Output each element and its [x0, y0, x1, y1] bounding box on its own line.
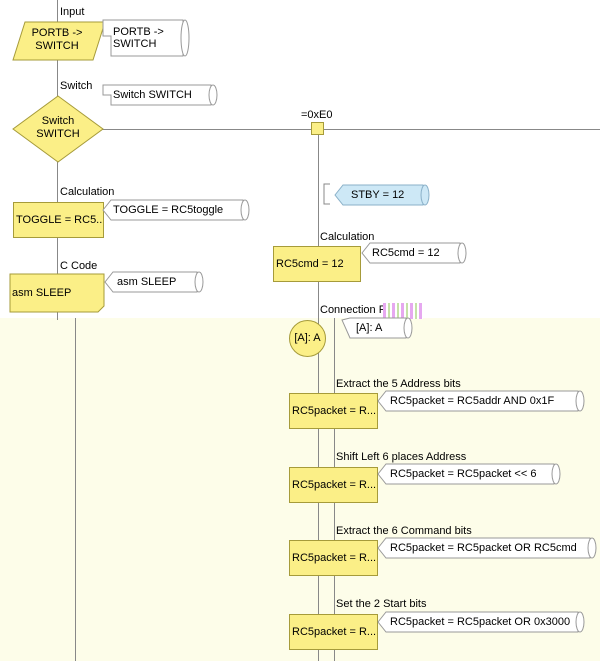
- step-1-box[interactable]: RC5packet = R...: [289, 393, 378, 429]
- calc-rc5cmd-caption: Calculation: [320, 231, 375, 243]
- switch-caption: Switch: [60, 80, 93, 92]
- connection-shape-text: [A]: A: [294, 332, 321, 344]
- ccode-note: asm SLEEP: [104, 271, 204, 293]
- switch-note: Switch SWITCH: [102, 84, 218, 106]
- stby-note: STBY = 12: [334, 184, 430, 206]
- note-callout-shape: [377, 463, 561, 485]
- case-node[interactable]: [311, 122, 324, 135]
- step-4-caption: Set the 2 Start bits: [336, 598, 427, 610]
- step-3-box[interactable]: RC5packet = R...: [289, 540, 378, 576]
- note-callout-shape: [104, 271, 204, 293]
- switch-branch-line: [100, 129, 600, 130]
- note-callout-shape: [102, 199, 250, 221]
- step-2-box[interactable]: RC5packet = R...: [289, 467, 378, 503]
- connection-noise: [383, 303, 423, 319]
- input-note: PORTB -> SWITCH: [102, 19, 190, 57]
- connection-note: [A]: A: [341, 317, 413, 339]
- ccode-shape-outline: [9, 273, 105, 313]
- step-4-box[interactable]: RC5packet = R...: [289, 614, 378, 650]
- loop-left-line: [75, 318, 76, 661]
- note-callout-shape: [377, 390, 585, 412]
- step-2-caption: Shift Left 6 places Address: [336, 451, 467, 463]
- input-shape[interactable]: PORTB -> SWITCH: [12, 21, 106, 61]
- calc-toggle-box[interactable]: TOGGLE = RC5...: [13, 202, 104, 238]
- step-1-note: RC5packet = RC5addr AND 0x1F: [377, 390, 585, 412]
- ccode-shape-text: asm SLEEP: [12, 287, 72, 299]
- note-callout-shape: [102, 19, 190, 57]
- step-1-caption: Extract the 5 Address bits: [336, 378, 461, 390]
- parallelogram-shape: [12, 21, 106, 61]
- calc-toggle-note: TOGGLE = RC5toggle: [102, 199, 250, 221]
- connection-caption: Connection P: [320, 304, 386, 316]
- connector-circle: [289, 320, 326, 357]
- calc-toggle-caption: Calculation: [60, 186, 115, 198]
- note-callout-shape: [361, 242, 467, 264]
- note-callout-shape: [334, 184, 430, 206]
- calc-rc5cmd-note: RC5cmd = 12: [361, 242, 467, 264]
- switch-decision[interactable]: Switch SWITCH: [12, 95, 104, 163]
- step-3-caption: Extract the 6 Command bits: [336, 525, 472, 537]
- switch-shape-text: Switch SWITCH: [36, 115, 80, 140]
- step-3-note: RC5packet = RC5packet OR RC5cmd: [377, 537, 597, 559]
- ccode-shape[interactable]: asm SLEEP: [9, 273, 105, 313]
- diamond-shape: [12, 95, 104, 163]
- input-caption: Input: [60, 6, 85, 18]
- note-callout-shape: [377, 537, 597, 559]
- step-4-note: RC5packet = RC5packet OR 0x3000: [377, 611, 585, 633]
- stby-bracket: [323, 183, 330, 205]
- ccode-caption: C Code: [60, 260, 98, 272]
- step-2-note: RC5packet = RC5packet << 6: [377, 463, 561, 485]
- case-label: =0xE0: [301, 109, 333, 121]
- note-callout-shape: [341, 317, 413, 339]
- note-callout-shape: [102, 84, 218, 106]
- connection-node[interactable]: [A]: A: [289, 320, 326, 357]
- note-callout-shape: [377, 611, 585, 633]
- input-shape-text: PORTB -> SWITCH: [31, 27, 83, 52]
- calc-rc5cmd-box[interactable]: RC5cmd = 12: [273, 246, 361, 282]
